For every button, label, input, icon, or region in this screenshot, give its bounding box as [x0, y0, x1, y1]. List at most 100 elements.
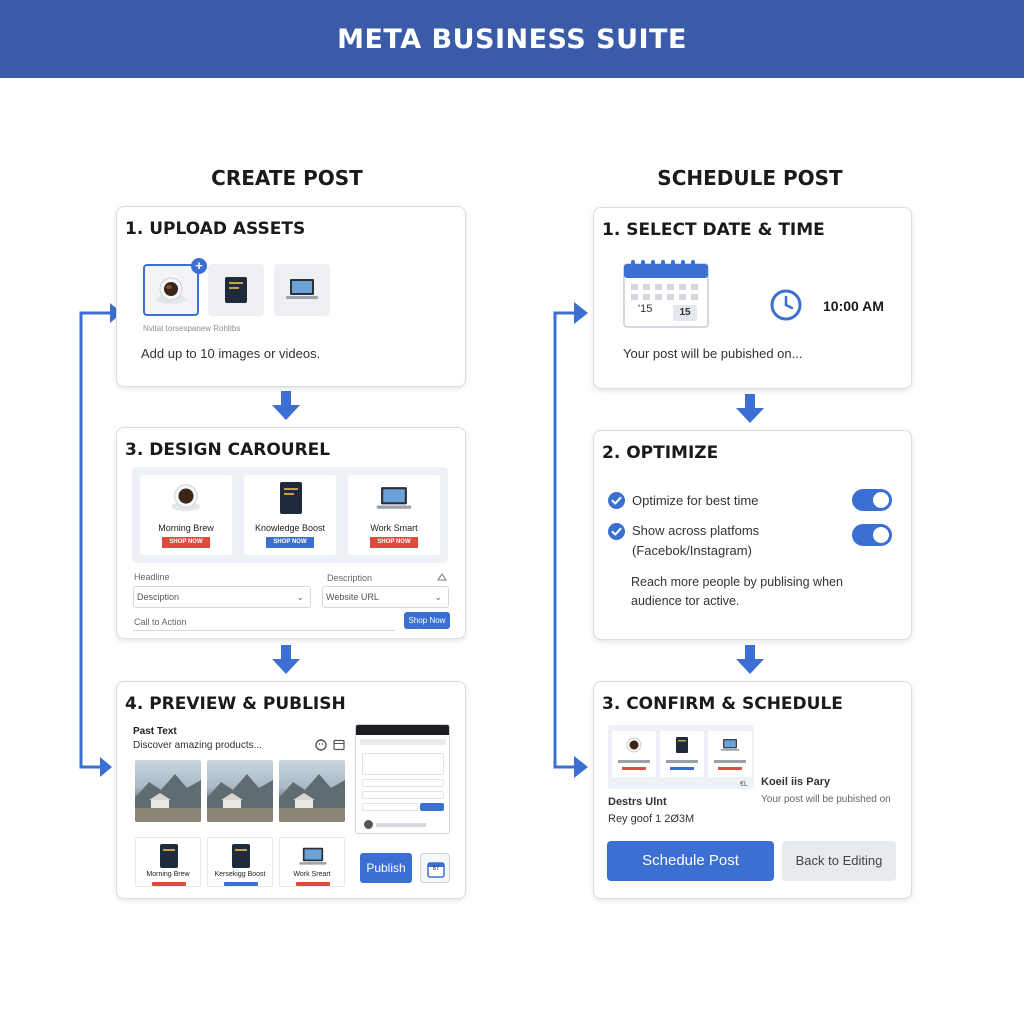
clock-icon[interactable] — [769, 288, 803, 322]
arrow-down-icon — [736, 645, 764, 674]
product-cta-bar — [296, 882, 330, 886]
phone-field — [362, 791, 444, 799]
laptop-icon — [376, 487, 412, 509]
schedule-post-button[interactable]: Schedule Post — [607, 841, 774, 881]
publish-button[interactable]: Publish — [360, 853, 412, 883]
description-label: Description — [327, 573, 373, 583]
image-attach-icon[interactable] — [333, 739, 345, 751]
add-asset-badge[interactable]: + — [191, 258, 207, 274]
phone-avatar — [364, 820, 373, 829]
phone-comment-line — [376, 823, 426, 827]
publish-note: Your post will be pubished on... — [623, 346, 803, 361]
app-title: META BUSINESS SUITE — [337, 23, 687, 55]
schedule-loop-arrowhead-bottom — [574, 756, 588, 778]
shop-now-cta-button[interactable]: Shop Now — [404, 612, 450, 629]
shop-now-button[interactable]: SHOP NOW — [370, 537, 418, 548]
mini-label-line — [714, 760, 746, 763]
create-loop-connector — [79, 311, 110, 769]
schedule-loop-connector — [553, 311, 576, 769]
check-icon — [608, 492, 625, 509]
card-title: 1. SELECT DATE & TIME — [602, 220, 825, 240]
confirm-note: Your post will be pubished on — [761, 794, 891, 805]
create-loop-arrowhead-bottom — [100, 757, 112, 777]
emoji-icon[interactable] — [315, 739, 327, 751]
option-label: Optimize for best time — [632, 493, 759, 508]
mini-product-work-smart — [708, 731, 752, 777]
preview-product-knowledge-boost: Kersekigg Boost — [207, 837, 273, 887]
description-field[interactable]: Desciption ⌄ — [133, 586, 311, 608]
call-to-action-label: Call to Action — [134, 617, 187, 627]
carousel-card-work-smart[interactable]: Work Smart SHOP NOW — [348, 475, 440, 555]
card-title: 2. OPTIMIZE — [602, 443, 719, 463]
cta-underline — [133, 630, 395, 631]
preview-product-work-smart: Work Sreart — [279, 837, 345, 887]
back-to-editing-button[interactable]: Back to Editing — [782, 841, 896, 881]
app-header: META BUSINESS SUITE — [0, 0, 1024, 78]
laptop-icon — [720, 739, 740, 751]
product-cta-bar — [152, 882, 186, 886]
coffee-cup-icon — [626, 737, 642, 753]
phone-preview — [355, 724, 450, 834]
phone-post-block — [362, 753, 444, 775]
shop-now-button[interactable]: SHOP NOW — [162, 537, 210, 548]
asset-thumb-laptop[interactable] — [274, 264, 330, 316]
mini-cta-bar — [622, 767, 646, 770]
card-title: 1. UPLOAD ASSETS — [125, 219, 306, 239]
asset-caption: Nvitat torsespanew Rohltbs — [143, 324, 241, 333]
asset-thumb-book[interactable] — [208, 264, 264, 316]
best-time-toggle[interactable] — [852, 489, 892, 511]
shop-now-button[interactable]: SHOP NOW — [266, 537, 314, 548]
confirm-carousel-preview — [608, 725, 754, 789]
phone-button — [420, 803, 444, 811]
carousel-item-label: Knowledge Boost — [254, 523, 326, 533]
mini-cta-bar — [670, 767, 694, 770]
book-icon — [280, 482, 302, 514]
option-sublabel: (Facebok/Instagram) — [632, 543, 752, 558]
card-title: 3. CONFIRM & SCHEDULE — [602, 694, 843, 714]
landscape-image — [279, 774, 345, 822]
create-post-heading: CREATE POST — [211, 166, 363, 190]
coffee-cup-icon — [156, 277, 186, 304]
schedule-calendar-button[interactable]: 87 — [420, 853, 450, 883]
detail-title: Destrs Ulnt — [608, 796, 667, 808]
preview-photo — [207, 760, 273, 822]
carousel-card-morning-brew[interactable]: Morning Brew SHOP NOW — [140, 475, 232, 555]
design-carousel-card: 3. DESIGN CAROUREL Morning Brew SHOP NOW… — [116, 427, 466, 639]
chevron-down-icon: ⌄ — [296, 592, 304, 602]
calendar-icon — [427, 862, 445, 878]
card-title: 3. DESIGN CAROUREL — [125, 440, 331, 460]
page-name: Koeil iis Pary — [761, 776, 831, 788]
product-label: Work Sreart — [293, 871, 331, 878]
product-label: Morning Brew — [146, 871, 190, 878]
asset-thumb-coffee[interactable] — [143, 264, 199, 316]
calendar-icon[interactable] — [623, 260, 709, 328]
carousel-strip: Morning Brew SHOP NOW Knowledge Boost SH… — [132, 467, 448, 563]
chevron-down-icon: ⌄ — [434, 592, 442, 602]
post-text-value[interactable]: Discover amazing products... — [133, 740, 262, 751]
phone-field — [362, 779, 444, 787]
website-url-placeholder: Website URL — [326, 592, 379, 602]
phone-header-line — [360, 739, 446, 745]
upload-hint: Add up to 10 images or videos. — [141, 346, 321, 361]
phone-field — [362, 803, 418, 811]
coffee-cup-icon — [171, 484, 201, 512]
platforms-toggle[interactable] — [852, 524, 892, 546]
carousel-card-knowledge-boost[interactable]: Knowledge Boost SHOP NOW — [244, 475, 336, 555]
card-title: 4. PREVIEW & PUBLISH — [125, 694, 346, 714]
field-options-icon[interactable] — [437, 572, 447, 581]
optimize-card: 2. OPTIMIZE Optimize for best time Show … — [593, 430, 912, 640]
calendar-selected-day: 15 — [679, 307, 691, 318]
calendar-number: 87 — [432, 866, 440, 872]
select-date-time-card: 1. SELECT DATE & TIME '15 15 10:00 AM Yo… — [593, 207, 912, 389]
selected-time[interactable]: 10:00 AM — [823, 298, 884, 314]
arrow-down-icon — [272, 645, 300, 674]
preview-product-morning-brew: Morning Brew — [135, 837, 201, 887]
website-url-field[interactable]: Website URL ⌄ — [322, 586, 449, 608]
description-value: Desciption — [137, 592, 180, 602]
arrow-down-icon — [272, 391, 300, 420]
check-icon — [608, 523, 625, 540]
preview-publish-card: 4. PREVIEW & PUBLISH Past Text Discover … — [116, 681, 466, 899]
detail-value: Rey goof 1 2Ø3M — [608, 813, 695, 825]
preview-photo — [135, 760, 201, 822]
